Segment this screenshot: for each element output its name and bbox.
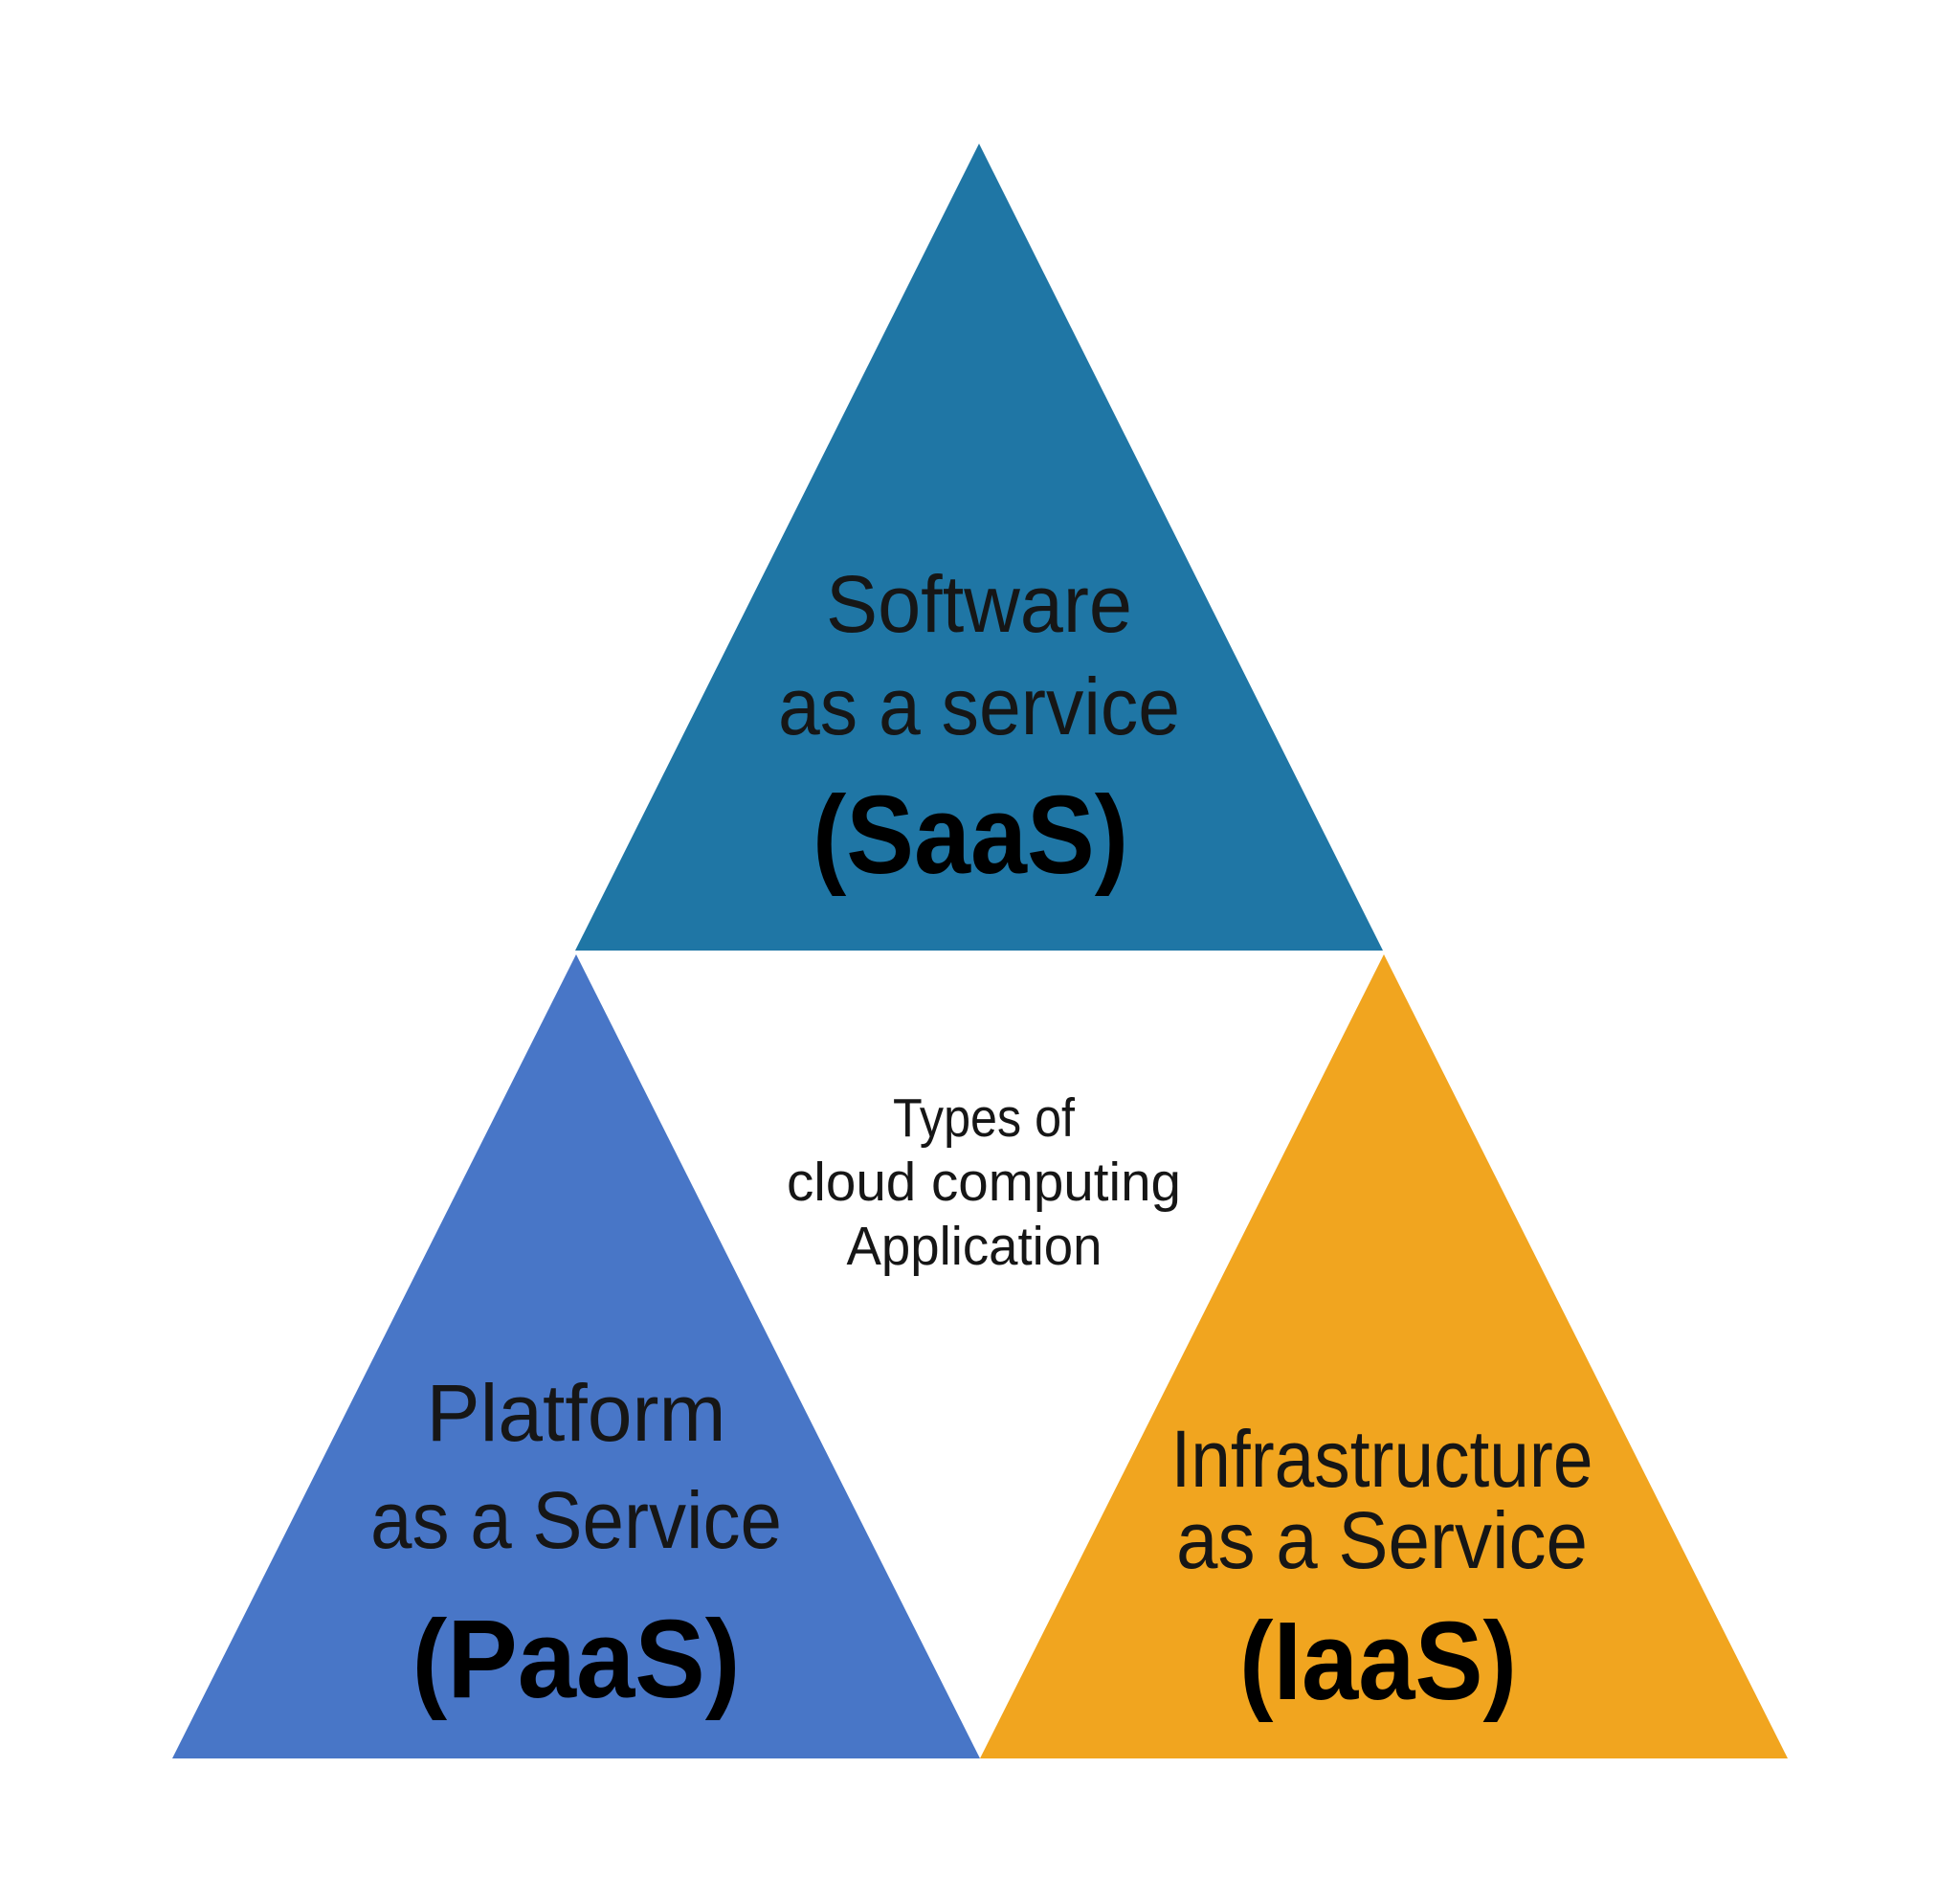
saas-label-line1: Software: [826, 559, 1132, 649]
center-text-line2: cloud computing: [787, 1152, 1181, 1213]
iaas-label-line2: as a Service: [1176, 1495, 1588, 1585]
paas-acronym: (PaaS): [412, 1597, 741, 1721]
center-text-line3: Application: [847, 1216, 1102, 1277]
iaas-label-line1: Infrastructure: [1171, 1414, 1593, 1504]
iaas-acronym: (IaaS): [1239, 1599, 1517, 1723]
paas-label-line1: Platform: [427, 1368, 726, 1458]
center-text-line1: Types of: [893, 1087, 1075, 1149]
saas-acronym: (SaaS): [813, 772, 1128, 897]
iaas-triangle: [980, 954, 1788, 1758]
saas-label-line2: as a service: [778, 661, 1180, 751]
paas-label-line2: as a Service: [370, 1475, 782, 1565]
saas-triangle: [575, 144, 1383, 951]
paas-triangle: [172, 954, 980, 1758]
